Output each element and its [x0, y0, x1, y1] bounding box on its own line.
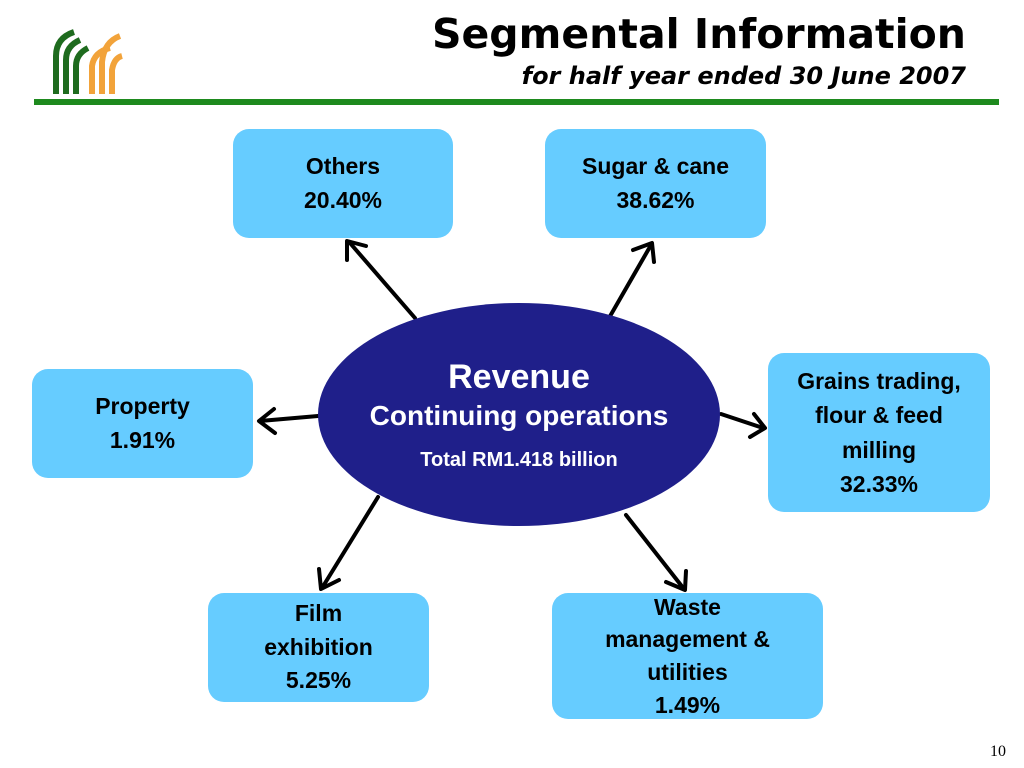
segment-sugar-name: Sugar & cane: [582, 153, 729, 180]
arrow-to-others: [345, 239, 417, 320]
segment-film-name-line1: Film: [294, 600, 343, 627]
arrow-to-sugar: [607, 241, 656, 320]
arrow-to-film: [317, 495, 380, 591]
segment-waste-percent: 1.49%: [654, 691, 721, 718]
segment-waste-name-line3: utilities: [647, 659, 728, 685]
segment-grains-name-line2: flour & feed: [815, 402, 943, 429]
segment-property-name: Property: [95, 393, 190, 420]
segment-others-percent: 20.40%: [303, 186, 382, 213]
header-divider: [34, 99, 999, 105]
revenue-label: Revenue: [448, 358, 590, 397]
segment-others-box: Others 20.40%: [233, 129, 453, 238]
segment-grains-box: Grains trading, flour & feed milling 32.…: [768, 353, 990, 512]
revenue-hub: Revenue Continuing operations Total RM1.…: [318, 303, 720, 526]
page-title: Segmental Information: [431, 10, 966, 58]
segment-waste-box: Waste management & utilities 1.49%: [552, 593, 823, 719]
page-number: 10: [990, 743, 1006, 760]
segment-grains-percent: 32.33%: [839, 470, 918, 497]
continuing-operations-label: Continuing operations: [369, 400, 669, 432]
segment-property-box: Property 1.91%: [32, 369, 253, 478]
segment-grains-name-line3: milling: [841, 436, 917, 463]
segment-others-name: Others: [305, 153, 381, 180]
segment-sugar-box: Sugar & cane 38.62%: [545, 129, 766, 238]
segment-property-percent: 1.91%: [109, 426, 176, 453]
segment-waste-name-line1: Waste: [654, 593, 721, 620]
arrow-to-property: [257, 407, 320, 435]
segment-grains-name-line1: Grains trading,: [797, 368, 961, 395]
arrow-to-waste: [624, 513, 688, 592]
page-subtitle: for half year ended 30 June 2007: [521, 62, 966, 90]
segment-film-name-line2: exhibition: [264, 633, 373, 660]
segment-waste-name-line2: management &: [605, 626, 770, 653]
segment-film-box: Film exhibition 5.25%: [208, 593, 429, 702]
arrow-to-grains: [719, 412, 767, 439]
segment-sugar-percent: 38.62%: [616, 186, 695, 213]
total-revenue-label: Total RM1.418 billion: [420, 448, 618, 471]
company-logo: [53, 29, 123, 94]
segment-film-percent: 5.25%: [285, 667, 352, 694]
